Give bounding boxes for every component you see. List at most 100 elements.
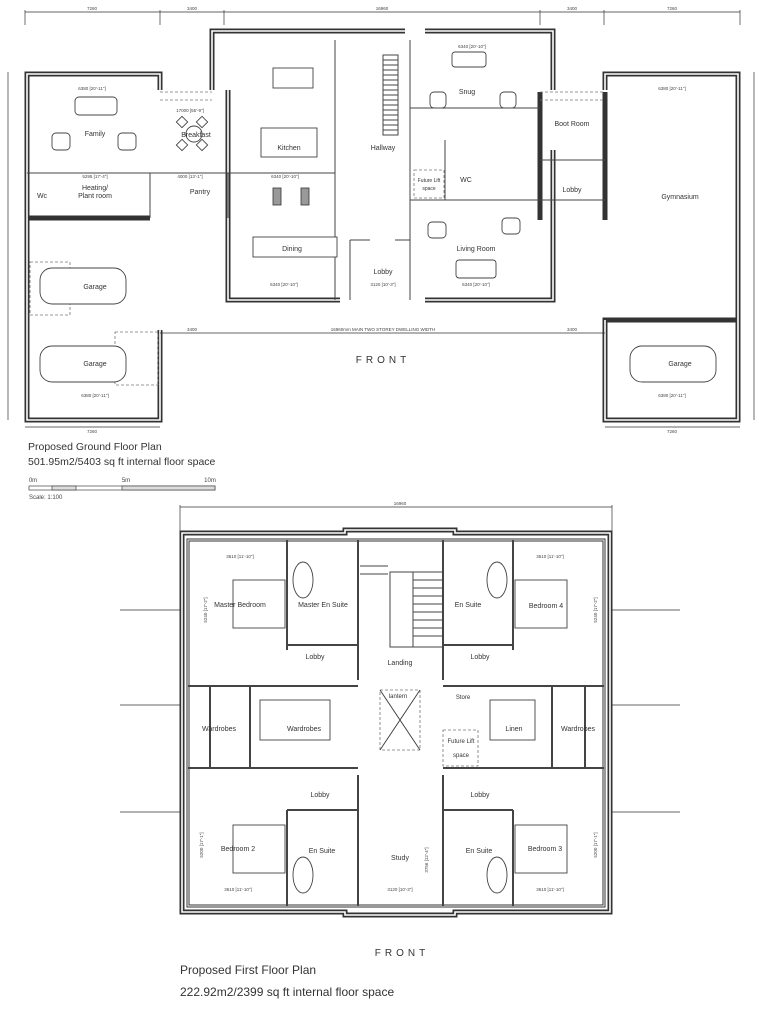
dim-label: 17000 [55'-9"]	[176, 108, 204, 113]
room-label-heating: Heating/	[82, 185, 108, 192]
bed-icon	[232, 824, 286, 874]
first-floor-title: Proposed First Floor Plan	[180, 963, 316, 977]
first-dimension-labels: 3610 [11'-10"] 3610 [11'-10"] 3610 [11'-…	[199, 554, 598, 892]
scale-label: 5m	[122, 478, 130, 484]
dim-label: 5240 [17'-2"]	[203, 597, 208, 622]
first-room-labels: Master Bedroom Master En Suite En Suite …	[202, 602, 595, 862]
room-label-lift: Future Lift	[447, 739, 474, 745]
ground-floor-title: Proposed Ground Floor Plan	[28, 441, 162, 453]
first-walls	[179, 527, 613, 918]
wardrobe-icon	[259, 699, 331, 741]
dim-label: 3610 [11'-10"]	[536, 887, 563, 892]
first-floor-area: 222.92m2/2399 sq ft internal floor space	[180, 985, 394, 999]
room-label-lift: Future Lift	[418, 178, 441, 184]
room-label-lobby: Lobby	[470, 654, 490, 661]
dim-label: 6340 [20'-10"]	[458, 44, 486, 49]
ground-walls	[24, 28, 741, 423]
dining-table-icon	[252, 236, 338, 258]
dim-label: 7260	[87, 429, 98, 434]
room-label-landing: Landing	[388, 660, 413, 667]
armchair-icon	[429, 91, 447, 109]
dim-label: 5240 [17'-2"]	[593, 597, 598, 622]
staircase	[382, 54, 399, 136]
room-label-study: Study	[391, 855, 409, 862]
dim-label: 7260	[667, 429, 678, 434]
bed-icon	[514, 824, 568, 874]
room-label-wardrobes: Wardrobes	[202, 726, 236, 733]
room-label-lobby-right: Lobby	[562, 187, 582, 194]
room-label-wc: WC	[460, 177, 472, 184]
room-label-bedroom-3: Bedroom 3	[528, 846, 562, 853]
room-label-lobby: Lobby	[470, 792, 490, 799]
dim-label: 6380 [20'-11"]	[658, 393, 685, 398]
dim-label: 5295 [17'-4"]	[82, 174, 107, 179]
dim-label: 6340 [20'-10"]	[270, 282, 298, 287]
bathtub-icon	[292, 561, 314, 599]
bathtub-icon	[486, 856, 508, 894]
room-label-garage: Garage	[668, 361, 691, 368]
room-label-lantern: lantern	[389, 694, 407, 700]
room-label-dining: Dining	[282, 246, 302, 253]
lantern-rooflight	[379, 689, 421, 751]
dim-label: 16960	[376, 6, 389, 11]
room-label-master-bedroom: Master Bedroom	[214, 602, 266, 609]
dim-label: 6340 [20'-10"]	[271, 174, 299, 179]
dim-label: 4000 [13'-1"]	[177, 174, 202, 179]
room-label-lobby: Lobby	[305, 654, 325, 661]
room-label-wc: Wc	[37, 193, 48, 200]
room-label-master-en-suite: Master En Suite	[298, 602, 348, 609]
dim-label: 3120 [10'-3"]	[370, 282, 395, 287]
dim-label: 7260	[87, 6, 98, 11]
room-label-lift-space: space	[453, 753, 470, 759]
dim-label: 6380 [20'-11"]	[81, 393, 108, 398]
ground-dimension-labels: 6380 [20'-11"] 17000 [55'-9"] 5295 [17'-…	[78, 44, 685, 434]
scale-text: Scale: 1:100	[29, 495, 63, 501]
dim-label: 3400	[187, 6, 198, 11]
kitchen-island-icon	[260, 127, 318, 158]
dim-label: 3400	[567, 6, 578, 11]
armchair-icon	[501, 217, 521, 235]
room-label-plant-room: Plant room	[78, 193, 112, 200]
room-label-living-room: Living Room	[457, 246, 496, 253]
room-label-garage: Garage	[83, 361, 106, 368]
bed-icon	[514, 579, 568, 629]
ground-floor-plan: 7260 3400 16960 3400 7260	[7, 6, 755, 501]
room-label-bedroom-2: Bedroom 2	[221, 846, 255, 853]
room-label-lobby: Lobby	[373, 269, 393, 276]
bed-icon	[232, 579, 286, 629]
room-label-lobby: Lobby	[310, 792, 330, 799]
scale-bar: 0m 5m 10m Scale: 1:100	[28, 478, 216, 501]
dim-label: 5200 [17'-1"]	[199, 832, 204, 857]
dim-label: 16960	[394, 501, 407, 506]
dim-label: 3610 [11'-10"]	[226, 554, 253, 559]
room-label-pantry: Pantry	[190, 189, 211, 196]
front-label: FRONT	[375, 948, 429, 959]
dim-label: 3400	[187, 327, 198, 332]
dim-label: 16960mm MAIN TWO STOREY DWELLING WIDTH	[331, 327, 436, 332]
room-label-bedroom-4: Bedroom 4	[529, 603, 563, 610]
dim-label: 3610 [11'-10"]	[536, 554, 563, 559]
ground-room-labels: Family Breakfast Kitchen Heating/ Plant …	[37, 89, 699, 368]
dim-label: 3400	[567, 327, 578, 332]
armchair-icon	[117, 132, 137, 151]
scale-label: 0m	[29, 478, 37, 484]
dim-label: 7260	[667, 6, 678, 11]
room-label-lift-space: space	[422, 186, 436, 192]
room-label-linen: Linen	[505, 726, 522, 733]
armchair-icon	[427, 221, 447, 239]
table-icon	[272, 67, 314, 89]
room-label-wardrobes: Wardrobes	[561, 726, 595, 733]
room-label-kitchen: Kitchen	[277, 145, 300, 152]
room-label-en-suite: En Suite	[466, 848, 493, 855]
armchair-icon	[51, 132, 71, 151]
armchair-icon	[499, 91, 517, 109]
linen-icon	[489, 699, 536, 741]
sofa-icon	[455, 259, 497, 279]
room-label-store: Store	[456, 695, 471, 701]
dim-label: 6340 [20'-10"]	[462, 282, 490, 287]
dim-label: 3610 [11'-10"]	[224, 887, 251, 892]
room-label-hallway: Hallway	[371, 145, 396, 152]
room-label-garage: Garage	[83, 284, 106, 291]
room-label-wardrobes: Wardrobes	[287, 726, 321, 733]
